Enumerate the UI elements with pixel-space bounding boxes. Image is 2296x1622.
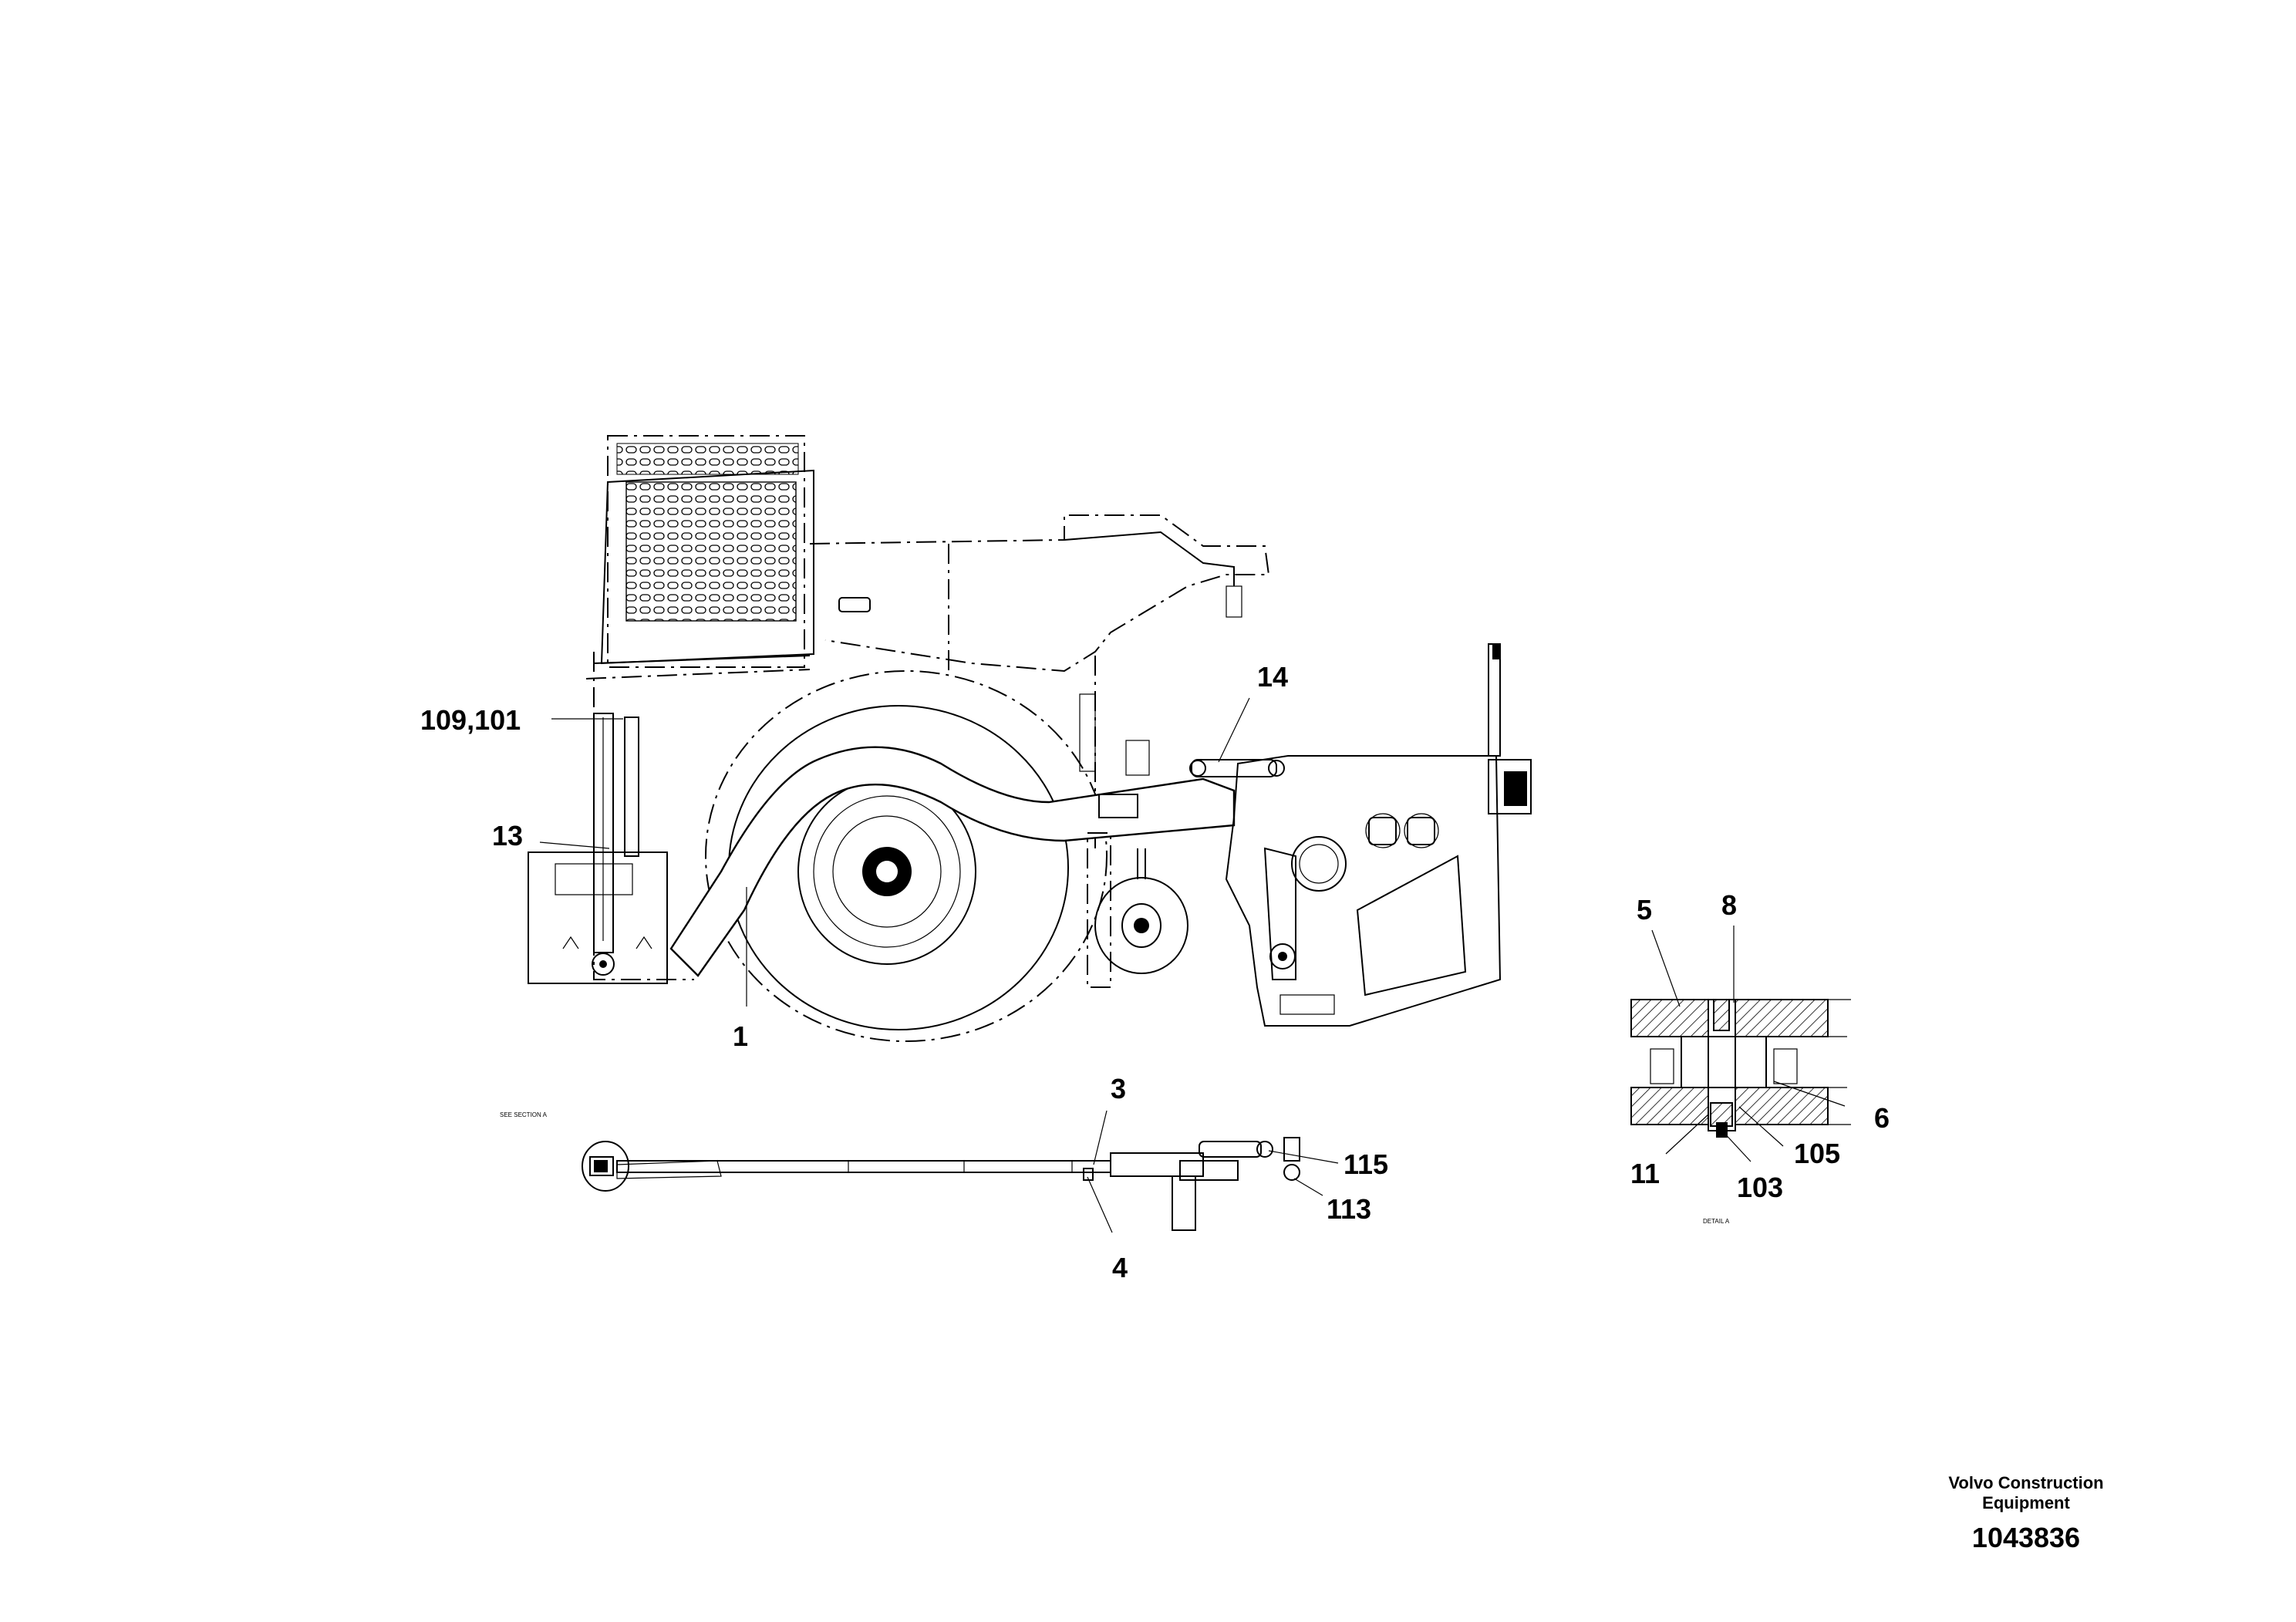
drum <box>705 670 1108 1042</box>
callout-13: 13 <box>492 820 523 851</box>
steering-cylinder <box>1189 759 1285 777</box>
company-line2: Equipment <box>1982 1493 2070 1512</box>
callout-8: 8 <box>1721 889 1737 921</box>
pivot-wheel <box>1079 693 1188 988</box>
see-section-label: SEE SECTION A <box>500 1111 548 1118</box>
callout-4: 4 <box>1112 1252 1128 1283</box>
callout-3: 3 <box>1111 1073 1126 1104</box>
detail-a-section <box>1630 999 1851 1138</box>
callout-1: 1 <box>733 1020 748 1052</box>
callout-103: 103 <box>1737 1172 1783 1203</box>
rear-frame <box>528 652 694 984</box>
machine-side-view <box>528 435 1532 1042</box>
callout-105: 105 <box>1794 1138 1840 1169</box>
document-number: 1043836 <box>1972 1522 2080 1553</box>
detail-label: DETAIL A <box>1703 1218 1730 1225</box>
front-chassis <box>1225 755 1502 1027</box>
callout-5: 5 <box>1637 894 1652 926</box>
leader-lines <box>539 697 1846 1233</box>
callout-6: 6 <box>1874 1102 1890 1134</box>
company-line1: Volvo Construction <box>1948 1473 2103 1492</box>
steering-post <box>1488 643 1532 814</box>
swing-arm <box>669 746 1236 977</box>
callout-113: 113 <box>1327 1193 1371 1225</box>
engine-hood <box>585 435 814 679</box>
callout-11: 11 <box>1630 1158 1660 1189</box>
plan-view <box>582 1137 1300 1231</box>
callout-14: 14 <box>1257 661 1288 693</box>
callout-115: 115 <box>1344 1148 1388 1180</box>
callout-109-101: 109,101 <box>420 704 521 736</box>
